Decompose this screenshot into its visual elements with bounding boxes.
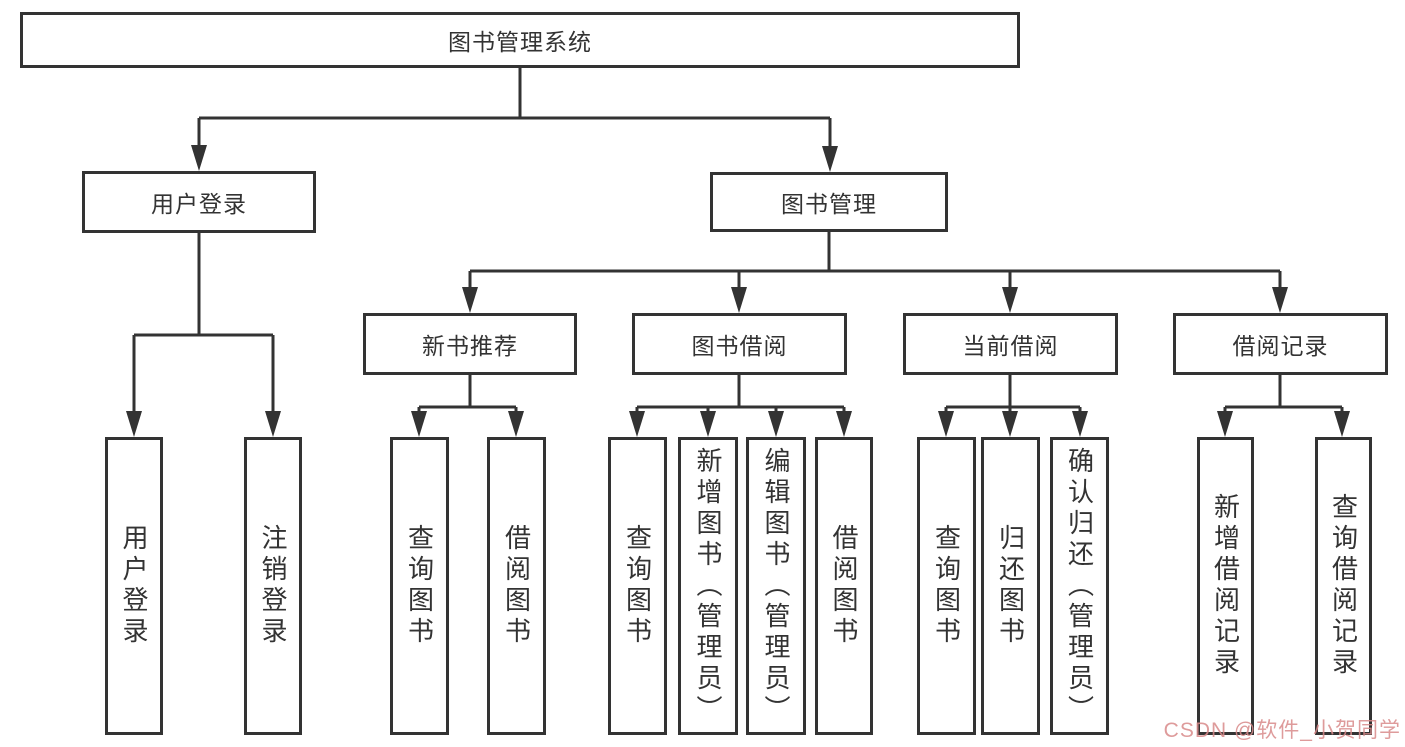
node-user-login: 用户登录	[82, 171, 316, 233]
leaf-label: 注销登录	[258, 524, 288, 648]
leaf-label: 归还图书	[995, 524, 1026, 648]
node-leaf-add-borrow-record: 新增借阅记录	[1197, 437, 1254, 735]
node-leaf-query-borrow-record: 查询借阅记录	[1315, 437, 1372, 735]
node-leaf-edit-books-admin: 编辑图书（管理员）	[746, 437, 806, 735]
node-book-mgmt: 图书管理	[710, 172, 948, 232]
node-current-borrow: 当前借阅	[903, 313, 1118, 375]
leaf-label: 确认归还（管理员）	[1064, 446, 1095, 726]
node-leaf-return-books: 归还图书	[981, 437, 1040, 735]
watermark: CSDN @软件_小贺同学	[1163, 719, 1401, 742]
leaf-label: 新增借阅记录	[1210, 493, 1241, 679]
leaf-label: 用户登录	[119, 524, 149, 648]
leaf-label: 借阅图书	[501, 524, 532, 648]
node-leaf-borrow-books: 借阅图书	[815, 437, 873, 735]
node-leaf-rec-borrow-books: 借阅图书	[487, 437, 546, 735]
node-leaf-add-books-admin: 新增图书（管理员）	[678, 437, 738, 735]
leaf-label: 借阅图书	[829, 524, 859, 648]
leaf-label: 查询借阅记录	[1328, 493, 1359, 679]
node-leaf-borrow-query-books: 查询图书	[608, 437, 667, 735]
node-new-book-rec: 新书推荐	[363, 313, 577, 375]
leaf-label: 新增图书（管理员）	[693, 446, 723, 726]
node-leaf-current-query-books: 查询图书	[917, 437, 976, 735]
leaf-label: 查询图书	[404, 524, 435, 648]
leaf-label: 编辑图书（管理员）	[761, 446, 791, 726]
node-leaf-rec-query-books: 查询图书	[390, 437, 449, 735]
node-leaf-confirm-return-admin: 确认归还（管理员）	[1050, 437, 1109, 735]
node-leaf-user-login: 用户登录	[105, 437, 163, 735]
leaf-label: 查询图书	[622, 524, 653, 648]
node-borrow-records: 借阅记录	[1173, 313, 1388, 375]
node-root: 图书管理系统	[20, 12, 1020, 68]
node-book-borrow: 图书借阅	[632, 313, 847, 375]
leaf-label: 查询图书	[931, 524, 962, 648]
node-leaf-logout: 注销登录	[244, 437, 302, 735]
